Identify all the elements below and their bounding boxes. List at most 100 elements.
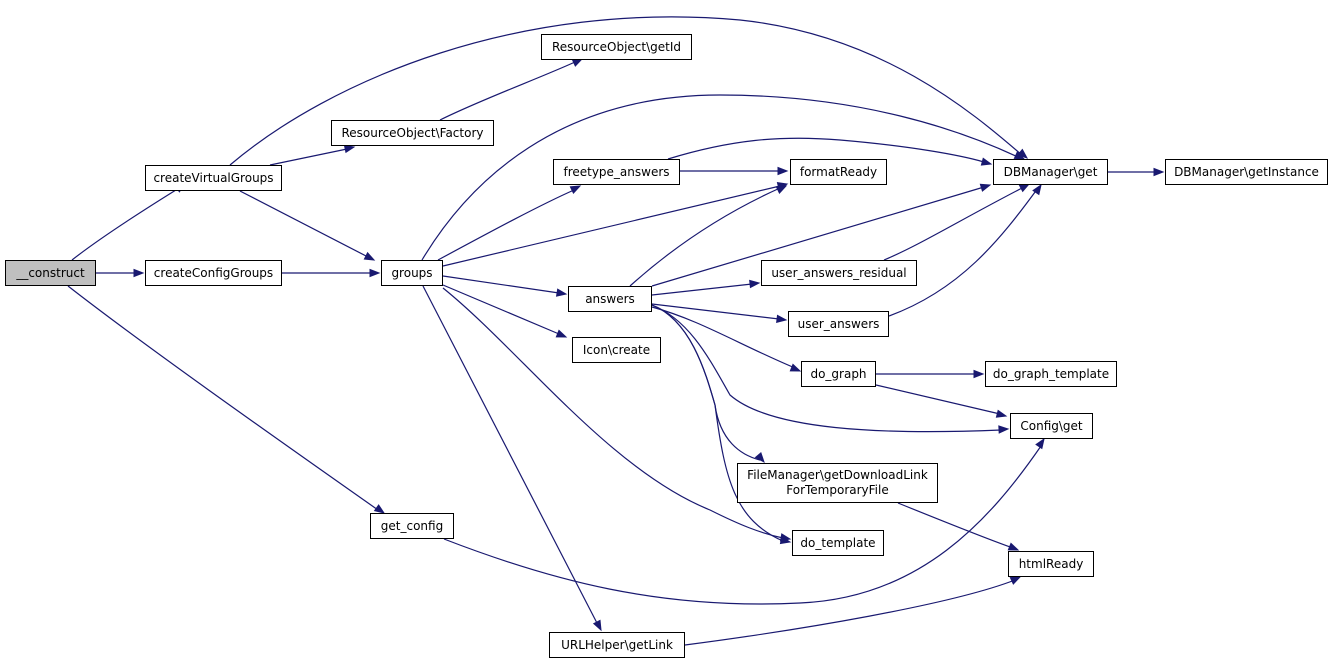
- node-label: ResourceObject\getId: [551, 39, 682, 54]
- node-answers[interactable]: answers: [568, 286, 652, 312]
- node-formatReady[interactable]: formatReady: [790, 159, 887, 185]
- node-do_graph_template[interactable]: do_graph_template: [985, 361, 1117, 387]
- arrowhead-dbGet: [980, 157, 993, 166]
- edge-answers-to-doGraph: [651, 306, 796, 369]
- edge-createVirtualGroups-to-resourceFactory: [269, 148, 348, 166]
- node-label: answers: [585, 291, 635, 306]
- node-label: FileManager\getDownloadLink: [747, 468, 928, 482]
- arrowhead-groups: [369, 268, 381, 278]
- node-resourceobject-getid[interactable]: ResourceObject\getId: [541, 34, 692, 60]
- node-label: ResourceObject\Factory: [341, 125, 484, 140]
- arrowhead-dbGet: [1013, 151, 1026, 160]
- node-label-line2: ForTemporaryFile: [786, 483, 889, 497]
- edge-groups-to-freetype_answers: [437, 189, 575, 261]
- node-label: get_config: [380, 518, 444, 533]
- node-label: do_graph_template: [992, 366, 1110, 381]
- arrowhead-dbGet: [979, 183, 992, 192]
- arrowhead-doGraphTemplate: [973, 369, 985, 379]
- arrowhead-iconCreate: [555, 329, 568, 338]
- node-do_template[interactable]: do_template: [792, 530, 884, 556]
- node-urlhelper-getlink[interactable]: URLHelper\getLink: [549, 632, 685, 658]
- node-resourceobject-factory[interactable]: ResourceObject\Factory: [331, 120, 494, 146]
- node-groups[interactable]: groups: [381, 260, 443, 286]
- arrowhead-formatReady: [777, 166, 789, 176]
- edge-construct-to-createVirtualGroups: [71, 184, 185, 261]
- edge-groups-to-dbGet: [421, 94, 1019, 261]
- node-label: Icon\create: [582, 342, 651, 357]
- arrowhead-formatReady: [775, 185, 788, 194]
- arrowhead-ua: [776, 314, 788, 324]
- arrowhead-dbGet: [1017, 148, 1029, 159]
- node-icon-create[interactable]: Icon\create: [572, 337, 661, 363]
- node-label: do_template: [800, 535, 876, 550]
- node-createConfigGroups[interactable]: createConfigGroups: [145, 260, 282, 286]
- node-freetype_answers[interactable]: freetype_answers: [553, 159, 680, 185]
- node-label: URLHelper\getLink: [561, 637, 673, 652]
- node-htmlReady[interactable]: htmlReady: [1008, 551, 1094, 577]
- node-construct: __construct: [5, 260, 96, 286]
- arrowhead-doGraph: [789, 363, 802, 372]
- edge-answers-to-ua: [651, 303, 780, 320]
- node-label: DBManager\getInstance: [1174, 164, 1319, 179]
- node-label: createVirtualGroups: [153, 170, 274, 185]
- arrowhead-htmlReady: [1009, 576, 1022, 585]
- arrowhead-get_config: [373, 504, 386, 514]
- node-label: createConfigGroups: [153, 265, 274, 280]
- edge-doGraph-to-configGet: [875, 384, 1001, 415]
- arrowhead-doTemplate: [779, 535, 792, 545]
- edge-answers-to-formatReady: [629, 187, 781, 287]
- node-label: do_graph: [810, 366, 867, 381]
- edge-answers-to-fileManager: [651, 304, 761, 461]
- arrowhead-configGet: [998, 425, 1010, 434]
- edge-groups-to-iconCreate: [442, 284, 560, 335]
- node-label: user_answers: [797, 316, 880, 331]
- node-label: user_answers_residual: [771, 265, 907, 280]
- node-get_config[interactable]: get_config: [370, 513, 454, 539]
- edge-freetype_answers-to-dbGet: [667, 137, 985, 163]
- edge-fileManager-to-htmlReady: [897, 502, 1014, 549]
- arrowhead-resourceFactory: [343, 144, 356, 154]
- edge-answers-to-uar: [651, 283, 753, 296]
- edge-groups-to-urlHelper: [422, 285, 599, 626]
- arrowhead-fileManager: [754, 452, 765, 464]
- edge-uar-to-dbGet: [883, 186, 1025, 261]
- edge-construct-to-get_config: [67, 285, 379, 511]
- node-user_answers[interactable]: user_answers: [788, 311, 889, 337]
- edge-groups-to-formatReady: [442, 185, 781, 267]
- arrowhead-dbGetInstance: [1153, 167, 1165, 177]
- edge-resourceFactory-to-resourceGetId: [439, 61, 576, 121]
- edge-ua-to-dbGet: [888, 187, 1039, 317]
- node-do_graph[interactable]: do_graph: [801, 361, 876, 387]
- arrowhead-freetype_answers: [569, 185, 582, 194]
- arrowhead-uar: [749, 279, 761, 289]
- edge-createVirtualGroups-to-dbGet: [229, 16, 1024, 166]
- node-label: htmlReady: [1018, 556, 1084, 571]
- node-dbmanager-get[interactable]: DBManager\get: [993, 159, 1108, 185]
- arrowhead-urlHelper: [592, 619, 602, 632]
- arrowhead-configGet: [1035, 437, 1045, 450]
- edge-groups-to-doTemplate: [442, 287, 784, 539]
- node-user_answers_residual[interactable]: user_answers_residual: [761, 260, 917, 286]
- arrowhead-htmlReady: [1007, 542, 1020, 551]
- arrowhead-createConfigGroups: [133, 268, 145, 278]
- arrowhead-groups: [363, 251, 376, 261]
- edge-answers-to-dbGet: [651, 186, 985, 287]
- arrowhead-dbGet: [1032, 183, 1042, 196]
- node-createVirtualGroups[interactable]: createVirtualGroups: [145, 165, 282, 191]
- edge-groups-to-answers: [442, 275, 560, 294]
- node-label: formatReady: [799, 164, 878, 179]
- node-config-get[interactable]: Config\get: [1010, 413, 1093, 439]
- arrowhead-answers: [555, 288, 568, 297]
- node-label: Config\get: [1020, 418, 1083, 433]
- node-label: DBManager\get: [1003, 164, 1098, 179]
- node-label: groups: [391, 265, 433, 280]
- edge-urlHelper-to-htmlReady: [684, 579, 1016, 646]
- node-label: freetype_answers: [563, 164, 670, 179]
- edge-answers-to-configGet: [651, 304, 1002, 433]
- edge-createVirtualGroups-to-groups: [239, 190, 369, 258]
- node-dbmanager-getinstance[interactable]: DBManager\getInstance: [1165, 159, 1328, 185]
- edge-answers-to-doTemplate: [651, 304, 784, 542]
- edge-get_config-to-configGet: [443, 445, 1042, 605]
